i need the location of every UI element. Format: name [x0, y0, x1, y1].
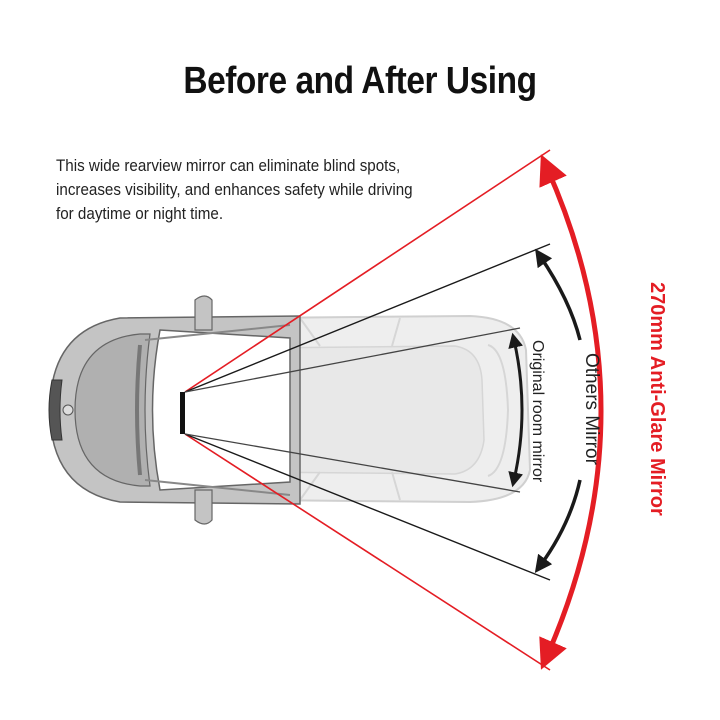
page-title: Before and After Using	[183, 60, 537, 102]
car-rear-outline	[249, 314, 532, 504]
others-arc-arrow-bottom	[534, 479, 582, 574]
anti-glare-label: 270mm Anti-Glare Mirror	[646, 282, 668, 516]
original-mirror-label: Original room mirror	[529, 340, 546, 483]
description-text: This wide rearview mirror can eliminate …	[56, 154, 479, 226]
car-front-outline	[48, 295, 301, 525]
others-mirror-sight-lines	[184, 243, 551, 581]
others-arc-arrow-top	[535, 248, 582, 341]
original-arc-arrow	[508, 332, 524, 488]
anti-glare-sight-lines	[184, 149, 551, 671]
others-mirror-label: Others Mirror	[581, 353, 602, 465]
description-line: This wide rearview mirror can eliminate …	[56, 157, 401, 175]
description-line: increases visibility, and enhances safet…	[56, 181, 413, 199]
original-mirror-sight-lines	[184, 327, 521, 493]
description-line: for daytime or night time.	[56, 205, 224, 223]
anti-glare-arc-arrow	[539, 154, 604, 670]
rearview-mirror-icon	[180, 392, 185, 434]
